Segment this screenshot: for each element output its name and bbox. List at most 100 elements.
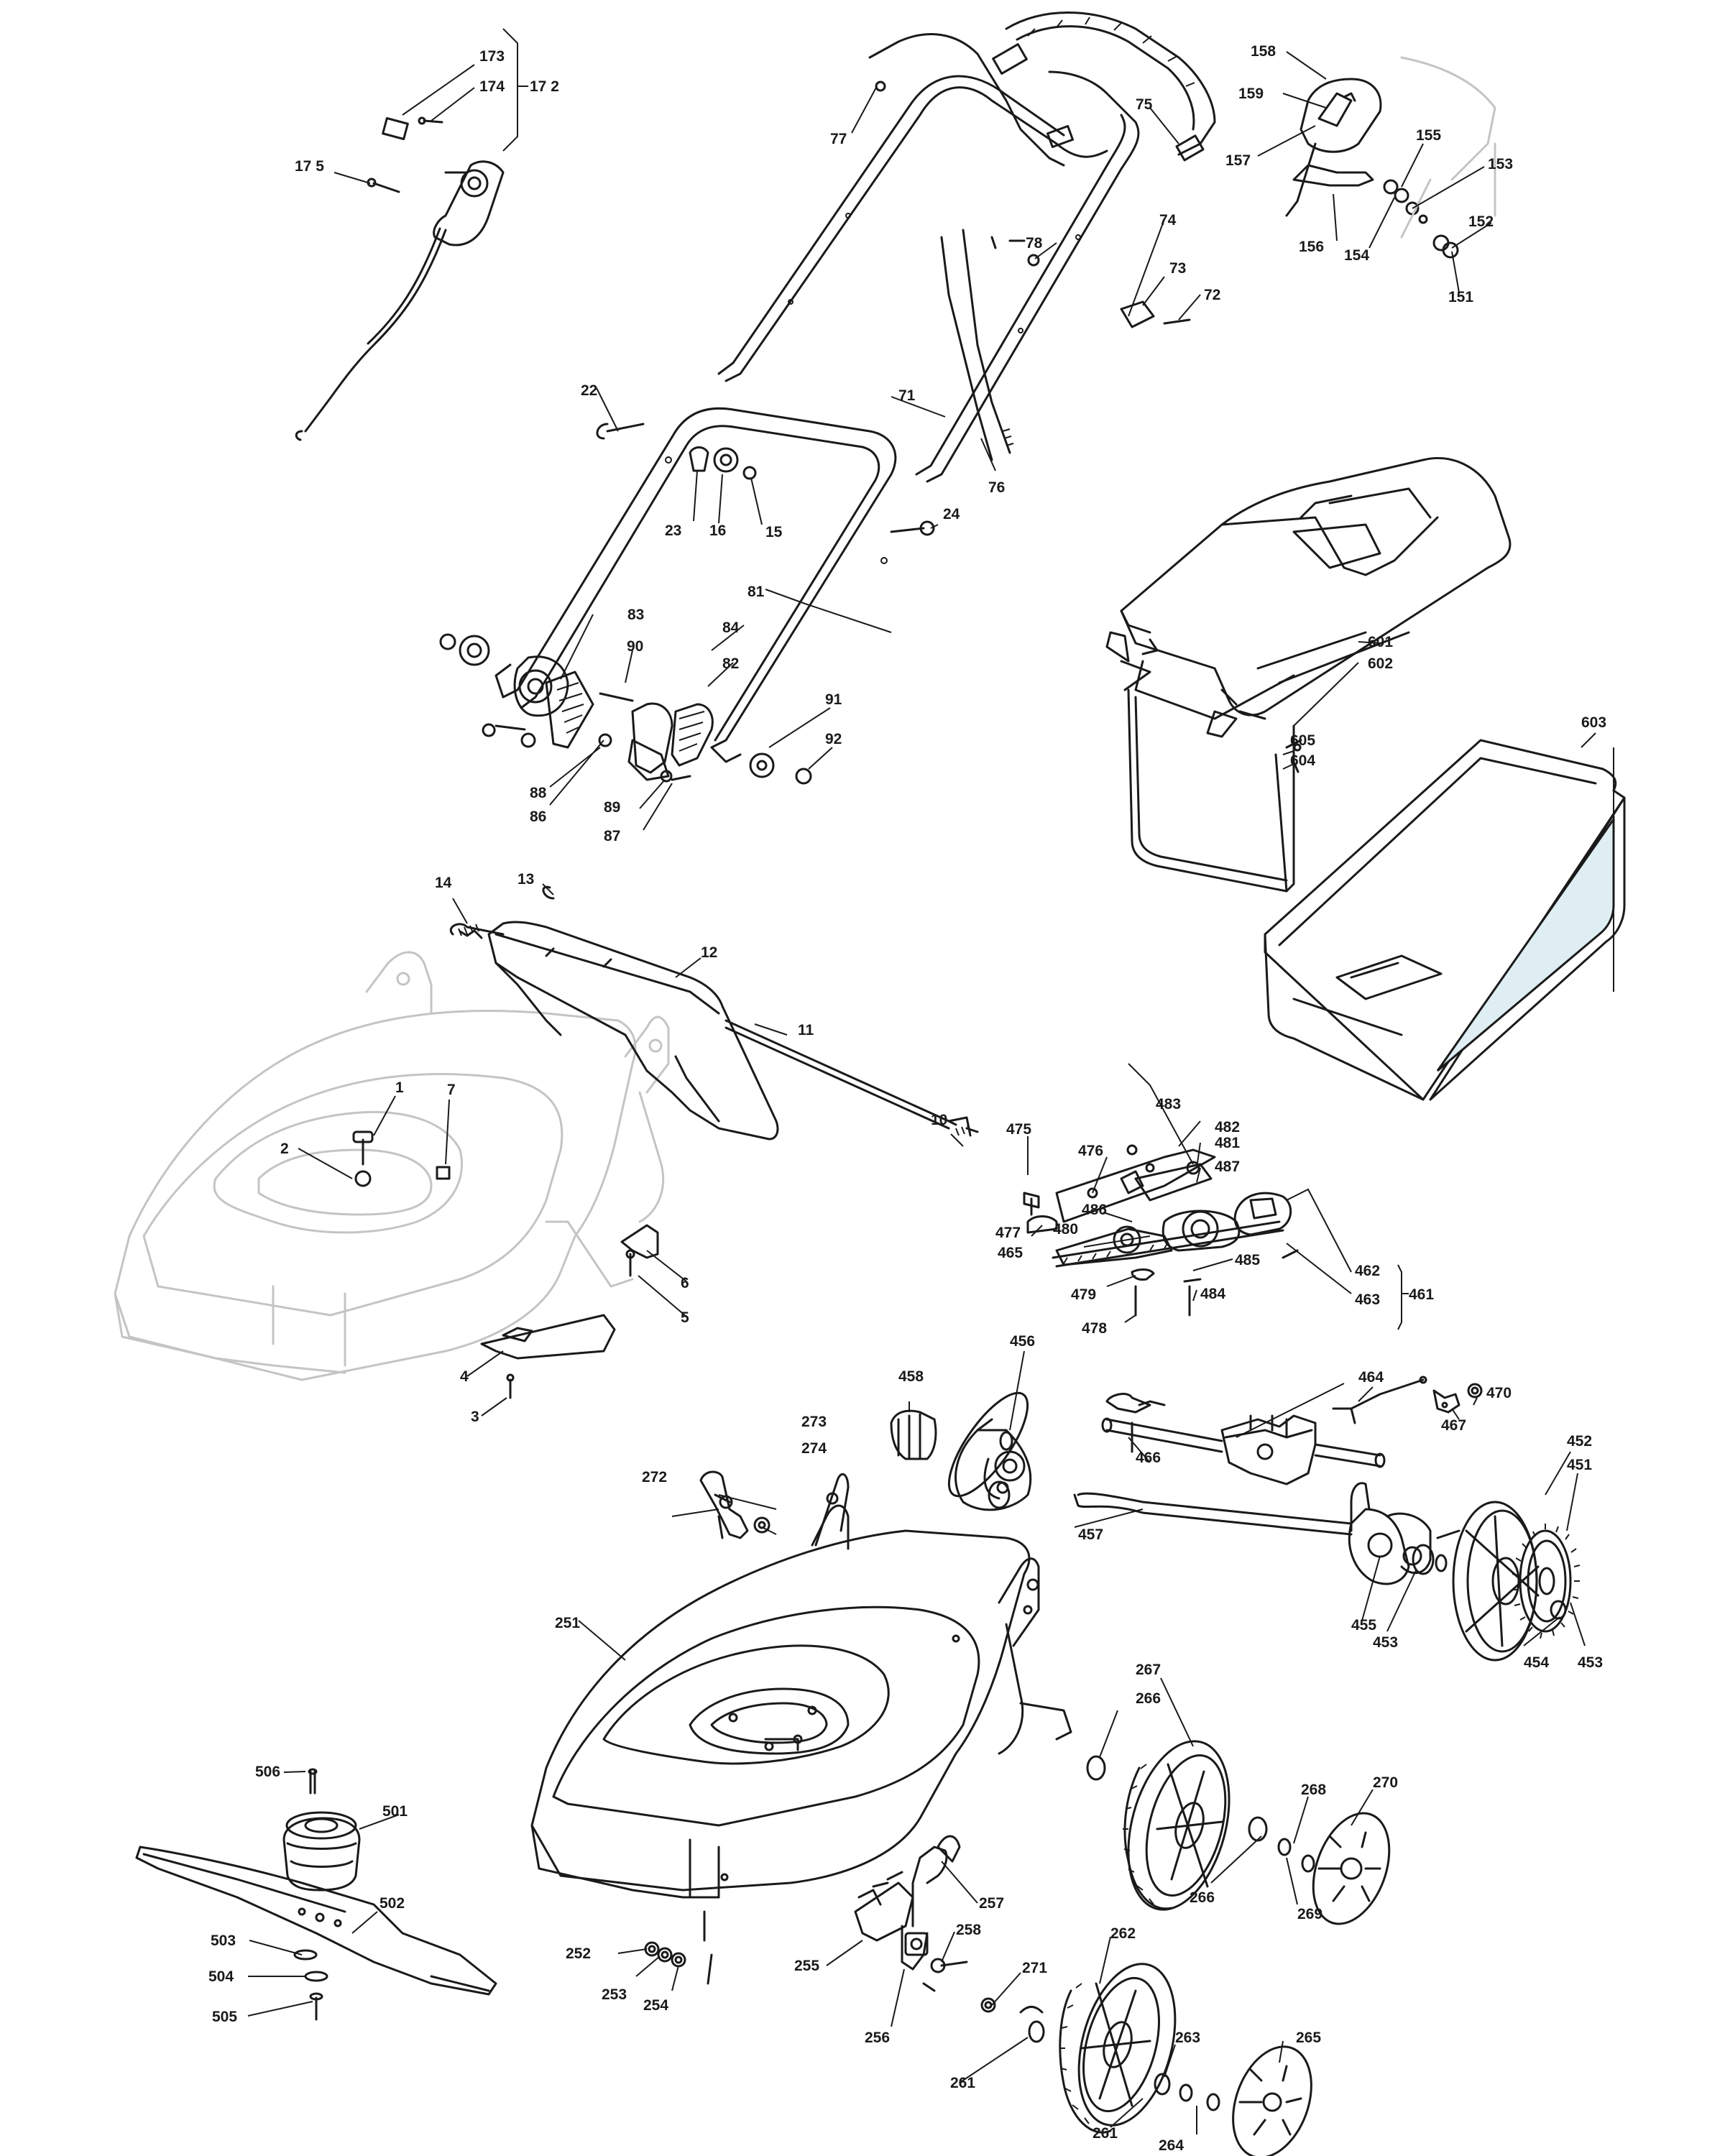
label-467: 467	[1441, 1417, 1466, 1434]
grass-bag-frame	[1264, 739, 1626, 1101]
label-15: 15	[765, 524, 783, 540]
label-601: 601	[1368, 634, 1393, 650]
label-476: 476	[1078, 1143, 1103, 1159]
label-13: 13	[518, 871, 534, 888]
label-89: 89	[604, 799, 620, 816]
label-251: 251	[555, 1615, 580, 1631]
part-number-labels: 173 174 17 2 17 5 77 75 158 159 157 155 …	[208, 43, 1606, 2154]
label-453a: 453	[1373, 1634, 1398, 1651]
label-1: 1	[395, 1079, 404, 1096]
label-78: 78	[1026, 235, 1043, 252]
label-267: 267	[1136, 1662, 1161, 1678]
label-91: 91	[825, 691, 842, 708]
height-adjust-lever	[699, 1470, 770, 1539]
label-272: 272	[642, 1469, 667, 1485]
label-274: 274	[801, 1440, 827, 1457]
label-484: 484	[1200, 1286, 1225, 1302]
grass-bag	[1105, 456, 1512, 893]
label-173: 173	[479, 48, 505, 65]
deck-top-fittings	[352, 1130, 659, 1399]
drive-wheel-rear-assembly	[890, 1391, 1581, 1662]
label-154: 154	[1344, 247, 1369, 264]
label-153: 153	[1488, 156, 1513, 172]
label-88: 88	[530, 785, 547, 801]
label-151: 151	[1448, 289, 1473, 305]
label-71: 71	[898, 387, 916, 404]
label-72: 72	[1204, 287, 1220, 303]
front-right-wheel	[1086, 1740, 1391, 1925]
label-453b: 453	[1578, 1654, 1603, 1671]
label-11: 11	[798, 1022, 814, 1038]
label-5: 5	[681, 1309, 689, 1326]
label-266a: 266	[1136, 1690, 1161, 1707]
label-74: 74	[1159, 212, 1177, 229]
label-604: 604	[1290, 752, 1315, 769]
label-470: 470	[1486, 1385, 1512, 1401]
label-257: 257	[979, 1895, 1004, 1912]
label-506: 506	[255, 1764, 280, 1780]
label-87: 87	[604, 828, 620, 844]
label-23: 23	[665, 522, 681, 539]
cutting-deck	[530, 1473, 1072, 1985]
label-261a: 261	[950, 2075, 975, 2091]
label-84: 84	[722, 619, 740, 636]
label-4: 4	[460, 1368, 469, 1385]
label-270: 270	[1373, 1774, 1398, 1791]
label-456: 456	[1010, 1333, 1035, 1350]
label-466: 466	[1136, 1450, 1161, 1466]
rear-flap-assembly	[450, 885, 979, 1141]
label-73: 73	[1169, 260, 1186, 277]
label-501: 501	[382, 1803, 408, 1820]
label-256: 256	[865, 2030, 890, 2046]
label-158: 158	[1251, 43, 1276, 60]
label-262: 262	[1110, 1925, 1136, 1942]
label-269: 269	[1297, 1906, 1322, 1922]
label-461: 461	[1409, 1286, 1434, 1303]
transmission-assembly	[1023, 1144, 1299, 1414]
label-502: 502	[380, 1895, 405, 1912]
label-24: 24	[943, 506, 960, 522]
label-462: 462	[1355, 1263, 1380, 1279]
label-482: 482	[1215, 1119, 1240, 1135]
label-273: 273	[801, 1414, 827, 1430]
label-271: 271	[1022, 1960, 1047, 1976]
label-156: 156	[1299, 239, 1324, 255]
label-452: 452	[1567, 1433, 1592, 1450]
label-465: 465	[998, 1245, 1023, 1261]
label-464: 464	[1358, 1369, 1384, 1386]
label-92: 92	[825, 731, 842, 747]
label-82: 82	[722, 655, 739, 672]
label-487: 487	[1215, 1158, 1240, 1175]
label-479: 479	[1071, 1286, 1096, 1303]
label-477: 477	[995, 1225, 1021, 1241]
label-76: 76	[988, 479, 1005, 496]
label-504: 504	[208, 1968, 234, 1985]
label-481: 481	[1215, 1135, 1240, 1151]
label-159: 159	[1238, 86, 1264, 102]
label-152: 152	[1468, 213, 1494, 230]
label-451: 451	[1567, 1457, 1592, 1473]
label-457: 457	[1078, 1526, 1103, 1543]
label-463: 463	[1355, 1291, 1380, 1308]
handle-knobs-fasteners	[596, 254, 1040, 536]
drive-cable-assembly	[295, 116, 1191, 461]
label-75: 75	[1136, 96, 1153, 113]
deck-upper-ghost	[114, 951, 670, 1381]
label-505: 505	[212, 2009, 237, 2025]
label-90: 90	[627, 638, 643, 655]
label-268: 268	[1301, 1782, 1326, 1798]
label-172: 17 2	[530, 78, 559, 95]
label-10: 10	[931, 1112, 947, 1128]
label-14: 14	[435, 875, 452, 891]
label-605: 605	[1290, 732, 1315, 749]
front-left-wheel	[980, 1963, 1312, 2156]
label-455: 455	[1351, 1617, 1376, 1634]
leader-lines	[247, 28, 1596, 2134]
label-6: 6	[681, 1275, 689, 1291]
label-458: 458	[898, 1368, 924, 1385]
label-255: 255	[794, 1958, 819, 1974]
blade-assembly	[135, 1768, 497, 2021]
label-175: 17 5	[295, 158, 324, 175]
gearbox-axle	[1101, 1376, 1483, 1485]
